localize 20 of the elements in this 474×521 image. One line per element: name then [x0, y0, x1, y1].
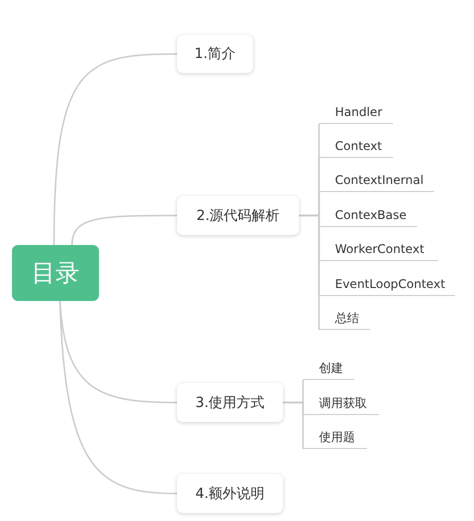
root-topic-box: 目录	[12, 245, 99, 301]
subtopic-label: 创建	[303, 358, 354, 380]
subtopic-label: 总结	[319, 308, 370, 330]
connector-line	[299, 214, 320, 330]
subtopic-label: WorkerContext	[319, 239, 438, 261]
topic-box: 1.简介	[177, 35, 253, 73]
topic-box: 3.使用方式	[177, 383, 283, 422]
connector-line	[283, 402, 304, 449]
subtopic-label: ContextInernal	[319, 170, 434, 192]
subtopic-label: Handler	[319, 102, 393, 124]
connector-line	[53, 53, 178, 246]
subtopic-label: Context	[319, 136, 393, 158]
subtopic-label: ContexBase	[319, 205, 417, 227]
connector-line	[71, 214, 177, 246]
subtopic-label: 调用获取	[303, 393, 379, 415]
subtopic-label: EventLoopContext	[319, 274, 455, 296]
topic-box: 4.额外说明	[177, 474, 283, 513]
connector-line	[59, 300, 178, 494]
topic-box: 2.源代码解析	[177, 196, 299, 235]
subtopic-label: 使用题	[303, 427, 367, 449]
